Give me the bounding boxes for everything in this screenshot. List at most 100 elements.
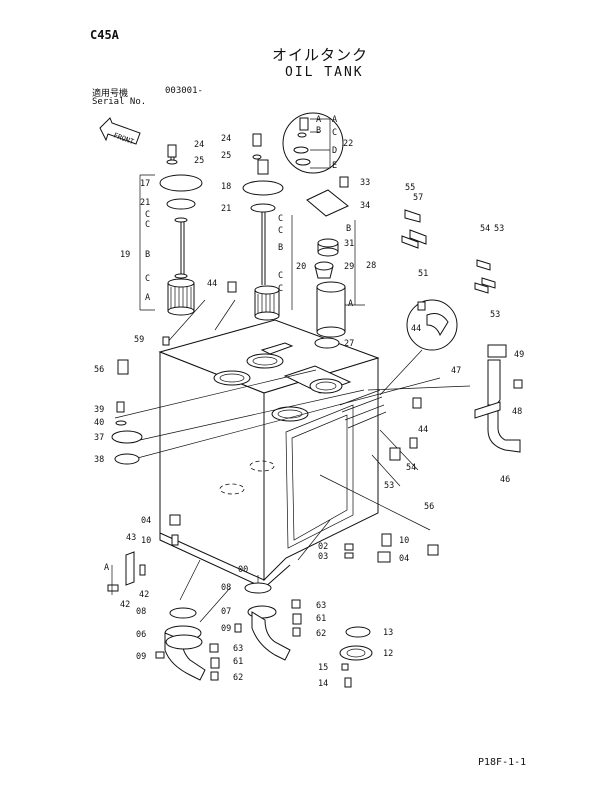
callout-08-left: 08 <box>136 607 146 617</box>
callout-42-a: 42 <box>139 590 149 600</box>
letter-a-left: A <box>145 293 150 303</box>
letter-c-left-2: C <box>145 220 150 230</box>
callout-21-mid: 21 <box>221 204 231 214</box>
callout-02: 02 <box>318 542 328 552</box>
callout-55: 55 <box>405 183 415 193</box>
letter-c-mid-3: C <box>278 271 283 281</box>
callout-15: 15 <box>318 663 328 673</box>
bottom-left-bracket <box>107 514 181 595</box>
left-flange-parts <box>111 401 143 465</box>
callout-27: 27 <box>344 339 354 349</box>
callout-labels: 24 25 17 21 19 C C B C A 59 56 39 40 37 … <box>94 115 524 689</box>
callout-06: 06 <box>136 630 146 640</box>
letter-b-left: B <box>145 250 150 260</box>
right-small-parts <box>344 533 439 563</box>
title-japanese: オイルタンク <box>272 47 369 64</box>
middle-filter-assembly <box>242 133 284 321</box>
callout-61-left: 61 <box>233 657 243 667</box>
callout-54-top: 54 <box>480 224 490 234</box>
letter-a-strainer: A <box>348 299 353 309</box>
callout-49: 49 <box>514 350 524 360</box>
letter-a-detail: A <box>316 115 321 125</box>
callout-22: 22 <box>343 139 353 149</box>
callout-37: 37 <box>94 433 104 443</box>
callout-00: 00 <box>238 565 248 575</box>
callout-40: 40 <box>94 418 104 428</box>
serial-value: 003001- <box>165 86 203 96</box>
callout-10-left: 10 <box>141 536 151 546</box>
callout-43: 43 <box>126 533 136 543</box>
callout-44-side: 44 <box>418 425 428 435</box>
callout-51: 51 <box>418 269 428 279</box>
callout-24-mid: 24 <box>221 134 231 144</box>
callout-48: 48 <box>512 407 522 417</box>
callout-42-b: 42 <box>120 600 130 610</box>
letter-a-bottom: A <box>104 563 109 573</box>
strainer-assembly <box>306 176 349 349</box>
callout-47: 47 <box>451 366 461 376</box>
callout-56-left: 56 <box>94 365 104 375</box>
callout-21: 21 <box>140 198 150 208</box>
callout-20: 20 <box>296 262 306 272</box>
small-fittings-61-63 <box>155 599 302 681</box>
callout-59: 59 <box>134 335 144 345</box>
callout-25: 25 <box>194 156 204 166</box>
letter-a-detail-2: A <box>332 115 337 125</box>
callout-63-left: 63 <box>233 644 243 654</box>
callout-44-top: 44 <box>207 279 217 289</box>
right-fittings-group <box>401 209 496 294</box>
return-pipe-assembly <box>474 344 523 453</box>
callout-63-mid: 63 <box>316 601 326 611</box>
callout-14: 14 <box>318 679 328 689</box>
letter-e-detail: E <box>332 161 337 171</box>
letter-b-mid: B <box>278 243 283 253</box>
callout-53-right: 53 <box>490 310 500 320</box>
bottom-middle-drain <box>244 582 291 661</box>
callout-57: 57 <box>413 193 423 203</box>
callout-28: 28 <box>366 261 376 271</box>
callout-31: 31 <box>344 239 354 249</box>
callout-33: 33 <box>360 178 370 188</box>
callout-53-top: 53 <box>494 224 504 234</box>
callout-18: 18 <box>221 182 231 192</box>
callout-38: 38 <box>94 455 104 465</box>
callout-09-left: 09 <box>136 652 146 662</box>
callout-56-right: 56 <box>424 502 434 512</box>
left-filter-assembly <box>159 144 203 316</box>
callout-08-mid: 08 <box>221 583 231 593</box>
callout-29: 29 <box>344 262 354 272</box>
callout-17: 17 <box>140 179 150 189</box>
callout-04-left: 04 <box>141 516 151 526</box>
callout-12: 12 <box>383 649 393 659</box>
callout-24: 24 <box>194 140 204 150</box>
bottom-left-drain <box>164 607 206 681</box>
callout-25-mid: 25 <box>221 151 231 161</box>
callout-19: 19 <box>120 250 130 260</box>
callout-53-side: 53 <box>384 481 394 491</box>
page-reference: P18F-1-1 <box>478 757 527 768</box>
callout-13: 13 <box>383 628 393 638</box>
letter-b-detail: B <box>316 126 321 136</box>
front-arrow-icon: FRONT <box>99 117 141 146</box>
callout-34: 34 <box>360 201 370 211</box>
callout-62-left: 62 <box>233 673 243 683</box>
callout-07: 07 <box>221 607 231 617</box>
tank-body <box>158 319 387 589</box>
letter-c-detail: C <box>332 128 337 138</box>
title-english: OIL TANK <box>285 65 364 80</box>
callout-62-mid: 62 <box>316 629 326 639</box>
letter-c-mid-4: C <box>278 284 283 294</box>
callout-09-mid: 09 <box>221 624 231 634</box>
detail-callout-44 <box>406 299 458 351</box>
callout-03: 03 <box>318 552 328 562</box>
callout-44-detail: 44 <box>411 324 421 334</box>
callout-54-side: 54 <box>406 463 416 473</box>
callout-61-mid: 61 <box>316 614 326 624</box>
bottom-right-drain <box>339 626 373 688</box>
callout-10-right: 10 <box>399 536 409 546</box>
callout-04-right: 04 <box>399 554 409 564</box>
serial-label-english: Serial No. <box>92 97 147 107</box>
letter-c-mid-2: C <box>278 226 283 236</box>
callout-39: 39 <box>94 405 104 415</box>
